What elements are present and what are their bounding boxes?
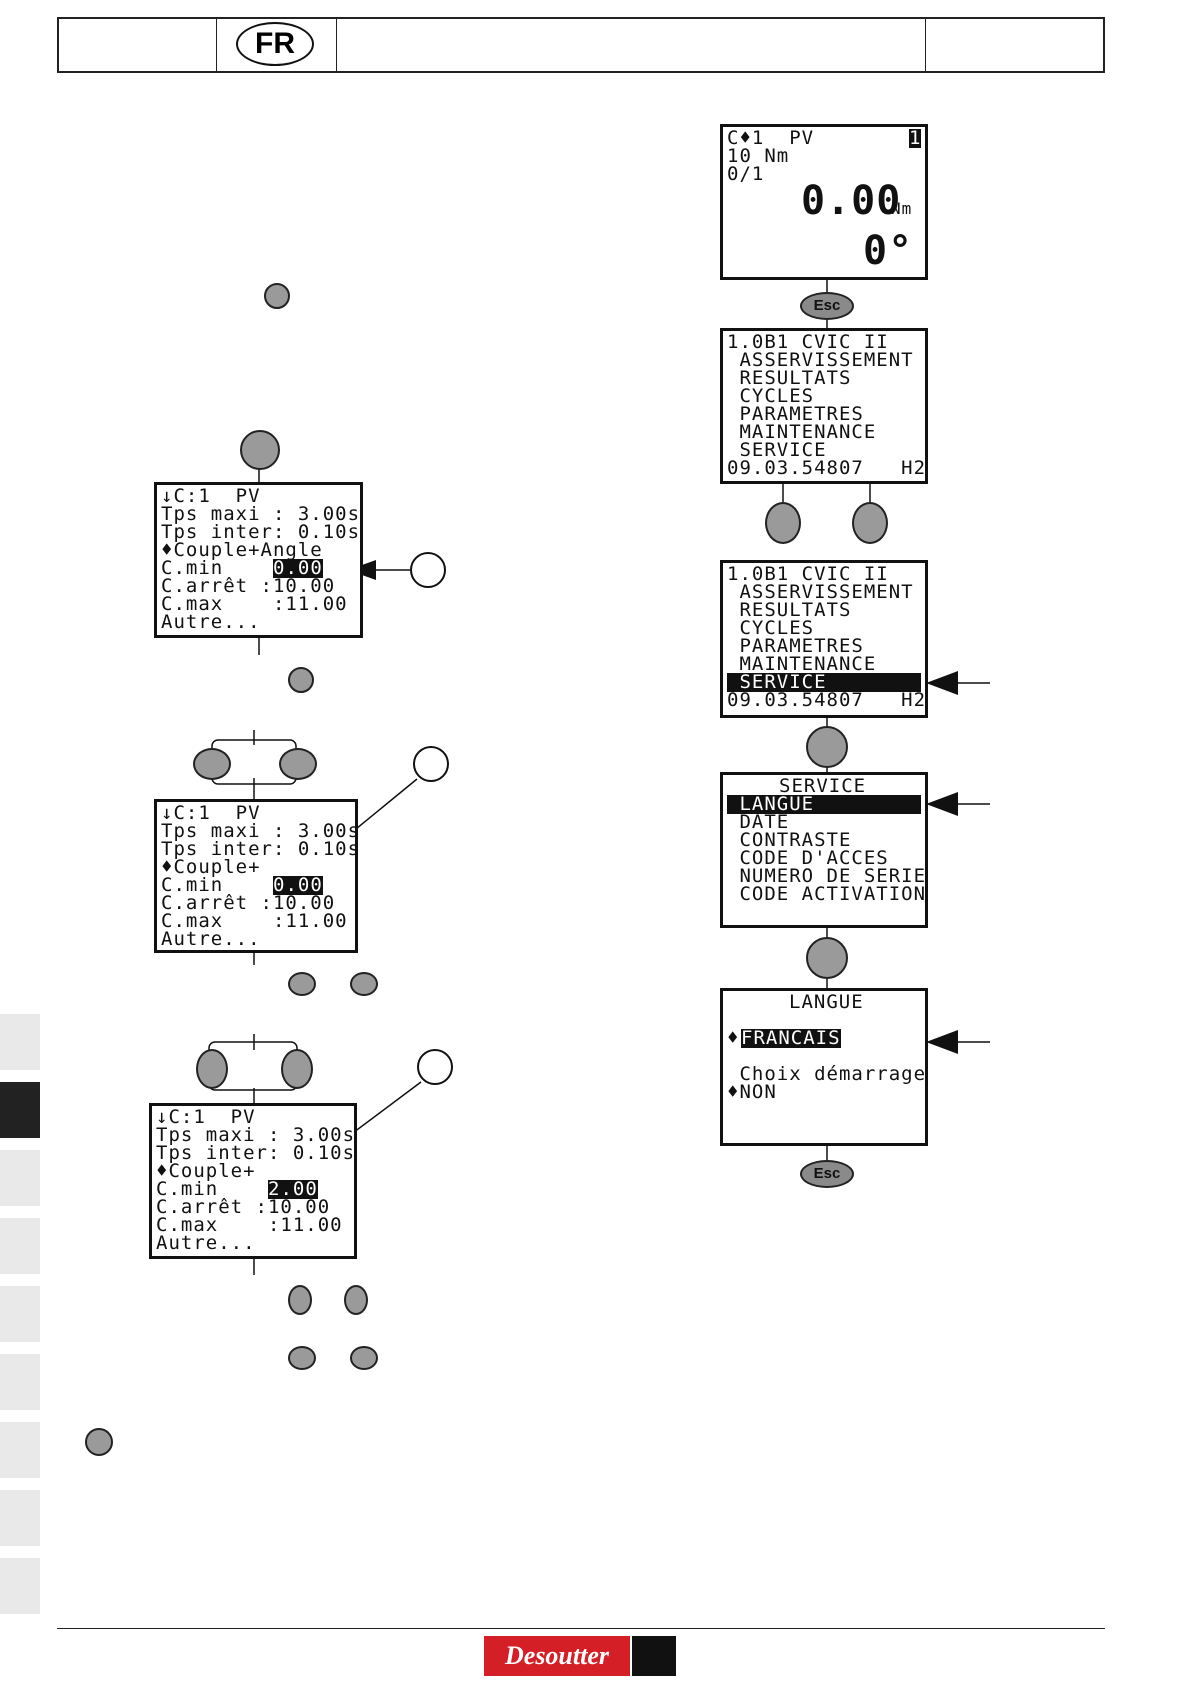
- enter-button-icon: [806, 726, 848, 768]
- menu-selection-highlight: LANGUE: [727, 795, 921, 814]
- menu-selection-highlight: SERVICE: [727, 673, 921, 692]
- side-tab-active: [0, 1082, 40, 1138]
- lcd-language-screen: LANGUE ♦ FRANCAIS Choix démarrage ♦NON: [720, 988, 928, 1146]
- language-option: FRANCAIS: [741, 1027, 841, 1049]
- left-arrow-button-icon: [288, 972, 316, 996]
- up-arrow-button-icon: [765, 502, 801, 544]
- side-tab: [0, 1286, 40, 1342]
- lcd-edit-screen-2: ↓C:1 PV Tps maxi : 3.00s Tps inter: 0.10…: [154, 799, 358, 953]
- esc-button: Esc: [800, 1160, 854, 1188]
- callout-circle: [413, 746, 449, 782]
- down-arrow-button-icon: [852, 502, 888, 544]
- enter-button-icon: [806, 937, 848, 979]
- angle-readout: 0°: [863, 228, 914, 274]
- lcd-main-menu-selected: 1.0B1 CVIC II ASSERVISSEMENT RESULTATS C…: [720, 560, 928, 718]
- side-tab: [0, 1490, 40, 1546]
- callout-circle: [410, 552, 446, 588]
- cmin-value-field: 0.00: [273, 874, 323, 896]
- left-arrow-button-icon: [193, 748, 231, 780]
- torque-unit: Nm: [891, 199, 913, 218]
- torque-readout: 0.00: [801, 178, 902, 224]
- brand-bird-icon: [632, 1636, 676, 1676]
- right-arrow-button-icon: [350, 972, 378, 996]
- side-tab: [0, 1558, 40, 1614]
- enter-button-icon: [240, 430, 280, 470]
- lcd-edit-screen-1: ↓C:1 PV Tps maxi : 3.00s Tps inter: 0.10…: [154, 482, 363, 638]
- language-badge: FR: [236, 22, 314, 66]
- esc-button: Esc: [800, 292, 854, 320]
- side-tab: [0, 1422, 40, 1478]
- down-arrow-button-icon: [344, 1285, 368, 1315]
- page-header: [57, 17, 1105, 73]
- lcd-service-menu: SERVICE LANGUE DATE CONTRASTE CODE D'ACC…: [720, 772, 928, 928]
- right-arrow-button-icon: [350, 1346, 378, 1370]
- enter-button-icon: [85, 1428, 113, 1456]
- lcd-main-menu: 1.0B1 CVIC II ASSERVISSEMENT RESULTATS C…: [720, 328, 928, 484]
- up-arrow-button-icon: [288, 1285, 312, 1315]
- lcd-edit-screen-3: ↓C:1 PV Tps maxi : 3.00s Tps inter: 0.10…: [149, 1103, 357, 1259]
- right-arrow-button-icon: [279, 748, 317, 780]
- lcd-main-screen: C♦1 PV 1 10 Nm 0/1 0.00 Nm 0°: [720, 124, 928, 280]
- enter-button-icon: [264, 283, 290, 309]
- cmin-value-field: 0.00: [273, 557, 323, 579]
- left-arrow-button-icon: [288, 1346, 316, 1370]
- brand-logo: Desoutter: [484, 1636, 630, 1676]
- footer-rule: [57, 1628, 1105, 1629]
- side-tab: [0, 1354, 40, 1410]
- side-tab: [0, 1218, 40, 1274]
- cycle-badge: 1: [909, 127, 922, 149]
- down-arrow-button-icon: [281, 1049, 313, 1089]
- side-tab: [0, 1150, 40, 1206]
- enter-button-icon: [288, 667, 314, 693]
- callout-circle: [417, 1049, 453, 1085]
- side-tab: [0, 1014, 40, 1070]
- cmin-value-field: 2.00: [268, 1178, 318, 1200]
- up-arrow-button-icon: [196, 1049, 228, 1089]
